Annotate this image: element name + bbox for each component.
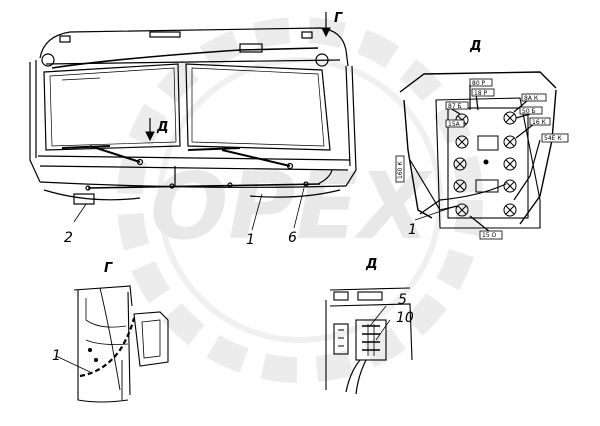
view-g-arrow-label: Г [334,11,343,26]
view-d-callout-10: 10 [396,310,414,326]
svg-text:16 К: 16 К [532,119,547,126]
view-g-drawing [55,285,169,403]
cab-front-view [29,27,357,231]
callout-1: 1 [246,232,255,248]
tag-54ek: 54Е К [541,133,569,143]
view-d-title: Д [365,257,378,272]
view-d-callout-5: 5 [398,292,407,308]
svg-text:8А К: 8А К [524,95,539,102]
svg-text:50 Б: 50 Б [522,108,536,115]
svg-text:18 Р: 18 Р [474,90,488,97]
svg-text:15А: 15А [448,121,461,128]
watermark: OPEX [117,17,483,383]
tag-16k: 16 К [529,117,551,126]
view-d-drawing [325,287,413,395]
tag-15a: 15А [445,119,465,128]
view-arrows: Г Д [145,11,343,142]
tag-18p: 18 Р [471,88,495,97]
detail-d-title: Д [469,39,482,54]
tag-8ak: 8А К [521,93,547,102]
tag-80p: 80 Р [469,78,493,87]
detail-d-panel: Д [399,39,557,233]
svg-text:87 Б: 87 Б [448,103,462,110]
view-g-title: Г [104,261,113,276]
callout-6: 6 [288,230,297,246]
tag-15o: 15 О [479,230,503,240]
watermark-text: OPEX [150,153,433,260]
tag-160k: 160 К [395,155,405,183]
svg-text:160 К: 160 К [397,161,404,179]
tag-87b: 87 Б [445,101,469,110]
tag-50b: 50 Б [519,106,543,115]
callout-2: 2 [64,230,73,246]
detail-callout-1: 1 [408,222,417,238]
svg-text:15 О: 15 О [482,232,497,239]
view-g-callout-1: 1 [52,348,61,364]
connector-tags: 80 Р 18 Р 87 Б 15А 8А К 50 Б 16 К 160 К … [395,78,569,240]
svg-text:80 Р: 80 Р [472,80,486,87]
svg-text:54Е К: 54Е К [544,135,562,142]
view-d-arrow-label: Д [156,120,169,135]
